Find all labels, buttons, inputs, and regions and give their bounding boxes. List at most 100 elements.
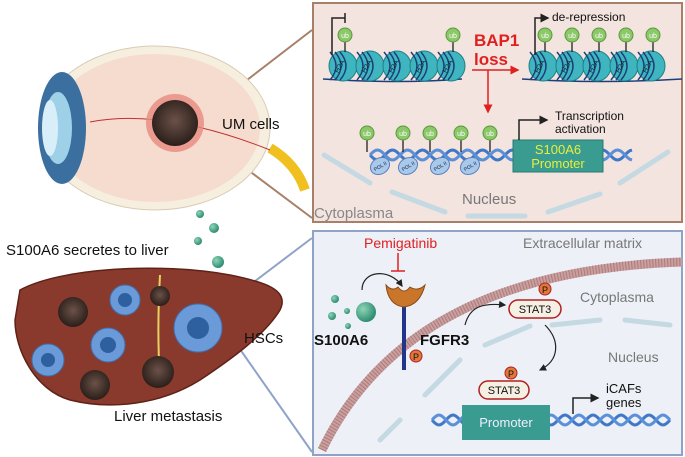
ubiquitin-badge: ub bbox=[453, 125, 469, 141]
fgfr3-receptor bbox=[385, 283, 426, 370]
ubiquitin-badge: ub bbox=[445, 27, 461, 43]
um-cells-label: UM cells bbox=[222, 116, 280, 133]
svg-text:ub: ub bbox=[363, 131, 371, 138]
ubiquitin-badge: ub bbox=[395, 125, 411, 141]
stat3-label: STAT3 bbox=[488, 385, 521, 397]
svg-text:ub: ub bbox=[426, 131, 434, 138]
activation-label: activation bbox=[555, 122, 606, 136]
svg-text:ub: ub bbox=[595, 33, 603, 40]
ubiquitin-badge: ub bbox=[591, 27, 607, 43]
phospho-label: P bbox=[508, 369, 514, 379]
ubiquitin-badge: ub bbox=[337, 27, 353, 43]
promoter-label: Promoter bbox=[531, 156, 585, 171]
nucleosome: H2A bbox=[382, 50, 412, 82]
svg-text:ub: ub bbox=[457, 131, 465, 138]
liver-metastasis-label: Liver metastasis bbox=[114, 408, 222, 425]
s100a6-ligand-spheres bbox=[328, 295, 376, 329]
s100a6-promoter-box: S100A6 Promoter bbox=[512, 139, 604, 173]
nucleosome: H2A bbox=[582, 50, 612, 82]
svg-text:ub: ub bbox=[449, 33, 457, 40]
svg-text:ub: ub bbox=[486, 131, 494, 138]
s100a6-label: S100A6 bbox=[314, 332, 368, 349]
translocation-arrow-icon bbox=[538, 324, 557, 371]
genes-label: genes bbox=[606, 395, 642, 410]
bap1-label: BAP1 bbox=[474, 31, 519, 50]
stat3-label: STAT3 bbox=[519, 304, 552, 316]
transcription-label: Transcription bbox=[555, 109, 624, 123]
hsc-signaling-panel: Extracellular matrix Cytoplasma Nucleus … bbox=[312, 230, 683, 456]
metastasis-nodule bbox=[80, 370, 110, 400]
fgfr3-label: FGFR3 bbox=[420, 332, 469, 349]
derepression-label: de-repression bbox=[552, 10, 625, 24]
cytoplasma-label: Cytoplasma bbox=[314, 205, 394, 222]
svg-text:ub: ub bbox=[649, 33, 657, 40]
nucleosome: H2A bbox=[328, 50, 358, 82]
nucleosome: H2A bbox=[555, 50, 585, 82]
hsc-cell bbox=[109, 284, 141, 316]
um-tumor bbox=[152, 100, 198, 146]
nucleus-label: Nucleus bbox=[462, 191, 516, 208]
nuclear-envelope bbox=[321, 149, 671, 219]
ubiquitin-badge: ub bbox=[618, 27, 634, 43]
pol-ii-complex: POL II bbox=[429, 156, 451, 176]
pemigatinib-label: Pemigatinib bbox=[364, 235, 437, 251]
ubiquitin-badge: ub bbox=[645, 27, 661, 43]
promoter-box: Promoter bbox=[462, 405, 550, 440]
phospho-label: P bbox=[542, 285, 548, 295]
nucleosome: H2A bbox=[409, 50, 439, 82]
hsc-cell bbox=[173, 303, 223, 353]
repression-mark-icon bbox=[331, 13, 346, 55]
activation-arrow-icon bbox=[464, 300, 507, 326]
ubiquitin-badge: ub bbox=[422, 125, 438, 141]
pol-ii-complex: POL II bbox=[397, 156, 419, 176]
svg-text:P: P bbox=[413, 352, 419, 362]
nuclear-envelope bbox=[377, 317, 673, 443]
ubiquitin-badge: ub bbox=[482, 125, 498, 141]
ubiquitin-badge: ub bbox=[564, 27, 580, 43]
nucleosome: H2A bbox=[436, 50, 466, 82]
promoter-label-bottom: Promoter bbox=[479, 415, 533, 430]
nucleosome: H2A bbox=[528, 50, 558, 82]
hsc-cell bbox=[31, 343, 65, 377]
eye-illustration bbox=[38, 45, 310, 211]
metastasis-nodule bbox=[58, 297, 88, 327]
ubiquitin-badge: ub bbox=[359, 125, 375, 141]
nucleosome: H2A bbox=[355, 50, 385, 82]
pol-ii-complex: POL II bbox=[369, 156, 391, 176]
svg-text:ub: ub bbox=[568, 33, 576, 40]
transcription-arrow-icon bbox=[518, 115, 549, 140]
stat3-cytoplasmic: P STAT3 bbox=[508, 282, 562, 319]
pol-ii-complexes: POL II POL II POL II POL II bbox=[369, 156, 481, 176]
stat3-nuclear: P STAT3 bbox=[478, 366, 530, 400]
svg-text:ub: ub bbox=[341, 33, 349, 40]
gene-expression-arrow-icon bbox=[572, 393, 600, 414]
derepression-arrow-icon bbox=[534, 13, 550, 55]
ubiquitin-marks: ub ub ub ub ub bbox=[359, 125, 498, 152]
secretion-label: S100A6 secretes to liver bbox=[6, 242, 169, 259]
binding-arrow-icon bbox=[361, 273, 403, 291]
nucleosome: H2A bbox=[609, 50, 639, 82]
hscs-label: HSCs bbox=[244, 330, 283, 347]
inhibition-icon bbox=[391, 253, 405, 272]
liver-illustration bbox=[14, 267, 283, 406]
promoter-gene-label: S100A6 bbox=[535, 142, 581, 157]
icafs-label: iCAFs bbox=[606, 381, 642, 396]
metastasis-nodule bbox=[150, 286, 170, 306]
ubiquitin-badge: ub bbox=[537, 27, 553, 43]
metastasis-nodule bbox=[142, 356, 174, 388]
phospho-badge: P bbox=[409, 349, 423, 363]
cytoplasma-label-bottom: Cytoplasma bbox=[580, 289, 654, 305]
svg-text:ub: ub bbox=[541, 33, 549, 40]
nucleosome: H2A bbox=[636, 50, 666, 82]
svg-text:ub: ub bbox=[622, 33, 630, 40]
hsc-cell bbox=[90, 327, 126, 363]
nucleus-label-bottom: Nucleus bbox=[608, 349, 659, 365]
ecm-label: Extracellular matrix bbox=[523, 235, 642, 251]
bap1-loss-label: loss bbox=[474, 50, 508, 69]
svg-text:ub: ub bbox=[399, 131, 407, 138]
pol-ii-complex: POL II bbox=[459, 156, 481, 176]
